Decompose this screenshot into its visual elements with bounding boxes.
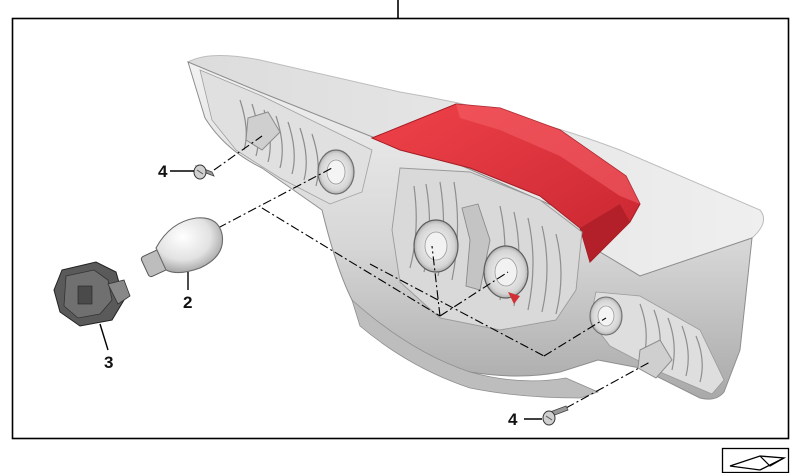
bulb-socket — [53, 261, 131, 327]
diagram-frame — [11, 0, 790, 440]
callout-socket: 3 — [104, 353, 114, 372]
bulb — [140, 217, 224, 278]
screw-lower — [542, 405, 569, 426]
screw-upper — [193, 164, 215, 180]
assembly-lines — [213, 135, 651, 409]
callout-leaders — [99, 170, 542, 420]
callout-screw-lower: 4 — [508, 410, 518, 429]
tail-light-housing — [186, 54, 765, 400]
callout-bulb: 2 — [183, 293, 193, 312]
folded-sheet-icon — [721, 447, 790, 473]
callout-screw-upper: 4 — [158, 162, 168, 181]
